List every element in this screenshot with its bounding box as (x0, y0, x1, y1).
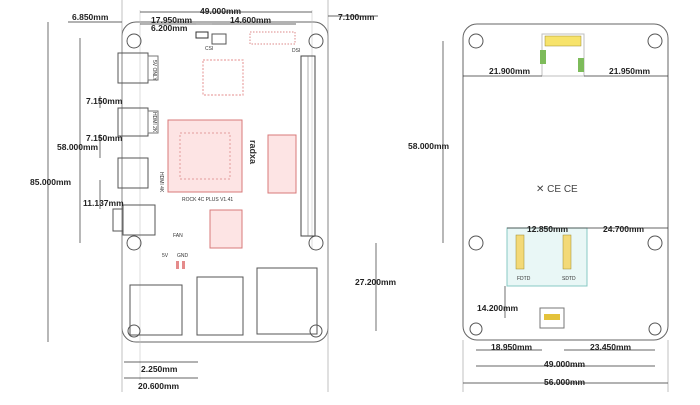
slot-right-label: SDTD (562, 276, 576, 282)
dsi-label: DSI (292, 48, 300, 54)
usb-port-2 (256, 267, 318, 335)
bottom-connector (539, 307, 565, 329)
mounting-hole-icon (469, 322, 483, 336)
dim-fan-offset: 11.137mm (83, 198, 124, 208)
mounting-hole-icon (308, 235, 324, 251)
power-gnd-label: GND (177, 253, 189, 259)
hdmi-2k-connector-body (147, 110, 159, 134)
dim-bottom-right: 23.450mm (590, 342, 632, 352)
pmic-footprint (202, 59, 244, 96)
emmc-pad-left (540, 50, 546, 64)
dim-top-b: 6.200mm (151, 23, 188, 33)
back-dimension-lines (442, 41, 668, 384)
dim-pcie-gap: 12.850mm (527, 224, 569, 234)
mounting-hole-icon (468, 235, 484, 251)
dim-overall-height: 85.000mm (30, 177, 72, 187)
usb-top-label: 5V ONLY (151, 60, 157, 81)
dim-bottom-a: 2.250mm (141, 364, 178, 374)
power-5v-label: 5V (162, 253, 169, 259)
front-view: 5V ONLY HDMI 2K HDMI 4K FAN CSI DSI radx… (30, 0, 397, 392)
dim-back-hole-span: 58.000mm (408, 141, 450, 151)
slot-right (562, 234, 572, 270)
emmc-pad-right (578, 58, 584, 72)
model-label: ROCK 4C PLUS V1.41 (182, 197, 233, 203)
fan-label: FAN (173, 233, 183, 239)
power-pad-gnd (182, 261, 185, 269)
mounting-hole-icon (647, 33, 663, 49)
mounting-hole-icon (468, 33, 484, 49)
ram-chip-right (267, 134, 297, 194)
hdmi-label: HDMI 4K (158, 172, 164, 193)
bottom-connector-pins (544, 314, 560, 320)
mounting-hole-icon (126, 33, 142, 49)
emmc-connector-pins (544, 35, 582, 47)
dim-top-width: 49.000mm (200, 6, 242, 16)
dim-board-width: 56.000mm (544, 377, 586, 387)
back-view: ✕ CE CE FDTD SDTD 21.900mm 21.950mm 58.0… (408, 23, 669, 392)
dim-left-gap: 21.900mm (489, 66, 531, 76)
dim-hole-width: 49.000mm (544, 359, 586, 369)
dim-usb-b: 7.150mm (86, 133, 123, 143)
dim-usb-a: 7.150mm (86, 96, 123, 106)
dim-right-gap: 21.950mm (609, 66, 651, 76)
fan-connector-body (122, 204, 156, 236)
soc-inner-pattern (179, 132, 231, 180)
mounting-hole-icon (309, 324, 323, 338)
dim-top-c: 14.600mm (230, 15, 272, 25)
usb-mid-label: HDMI 2K (151, 112, 157, 133)
cert-mark-label: ✕ CE CE (536, 184, 578, 195)
dim-bottom-right: 27.200mm (355, 277, 397, 287)
back-board-outline (462, 23, 669, 341)
soc-footprint (167, 119, 243, 193)
slot-left (515, 234, 525, 270)
mounting-hole-icon (647, 235, 663, 251)
slot-left-label: FDTD (517, 276, 531, 282)
mounting-hole-icon (127, 324, 141, 338)
dsi-connector (249, 31, 296, 45)
csi-label: CSI (205, 46, 213, 52)
front-dimension-lines (47, 11, 378, 379)
csi-connector (195, 31, 209, 39)
dim-bottom-pad: 14.200mm (477, 303, 519, 313)
hdmi-4k-connector (117, 157, 149, 189)
dim-right-edge: 24.700mm (603, 224, 645, 234)
dim-left-margin: 6.850mm (72, 12, 109, 22)
mounting-hole-icon (648, 322, 662, 336)
dim-bottom-b: 20.600mm (138, 381, 180, 391)
usb-c-connector-body (147, 55, 159, 81)
mounting-hole-icon (126, 235, 142, 251)
power-pad-5v (176, 261, 179, 269)
ethernet-port (129, 284, 183, 336)
dim-top-a: 17.950mm (151, 15, 193, 25)
usb-port-1 (196, 276, 244, 336)
csi-socket (211, 33, 227, 45)
dim-hole-span: 58.000mm (57, 142, 99, 152)
dim-bottom-left: 18.950mm (491, 342, 533, 352)
ram-chip-bottom (209, 209, 243, 249)
mounting-hole-icon (308, 33, 324, 49)
brand-label: radxa (248, 140, 258, 165)
dim-right-margin: 7.100mm (338, 12, 375, 22)
